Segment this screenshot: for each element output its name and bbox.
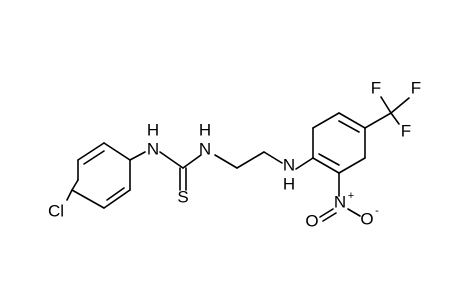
bond xyxy=(338,120,360,133)
nh-mid-hydrogen-label: H xyxy=(199,120,211,139)
bond xyxy=(71,179,79,191)
bond xyxy=(182,154,202,169)
bond xyxy=(338,157,366,174)
nitro-nitrogen-label: N xyxy=(334,192,346,211)
nitro-oxygen-double-label: O xyxy=(305,211,318,230)
nh-right-nitrogen-label: N xyxy=(283,155,295,174)
chlorine-label: Cl xyxy=(48,201,64,220)
fluorine-label: F xyxy=(401,121,411,140)
bond xyxy=(103,142,131,161)
bond xyxy=(236,151,265,169)
bond xyxy=(295,157,314,170)
oxygen-minus-charge: - xyxy=(375,205,379,217)
bond xyxy=(66,189,73,201)
bond xyxy=(83,150,105,165)
bond xyxy=(214,154,238,169)
nh-mid-nitrogen-label: N xyxy=(199,139,211,158)
bond xyxy=(318,153,340,166)
nh-left-nitrogen-label: N xyxy=(147,139,159,158)
bond xyxy=(322,212,337,222)
bond xyxy=(71,189,105,209)
nitro-oxygen-single-label: O xyxy=(360,209,373,228)
fluorine-label: F xyxy=(411,78,421,97)
bonds xyxy=(66,96,410,222)
bond xyxy=(159,151,184,169)
bond xyxy=(312,112,340,129)
bond xyxy=(338,112,366,129)
bond xyxy=(103,189,131,209)
bond xyxy=(129,151,146,161)
bond xyxy=(390,97,410,114)
bond xyxy=(263,151,283,164)
bond xyxy=(106,187,125,201)
nh-left-hydrogen-label: H xyxy=(147,120,159,139)
bond xyxy=(347,208,361,217)
nitro-plus-charge: + xyxy=(348,190,354,202)
bond xyxy=(390,112,400,125)
bond xyxy=(380,96,392,114)
sulfur-label: S xyxy=(177,187,188,206)
atom-labels: Cl N H N H S N H F F F N + O O - xyxy=(48,78,421,230)
fluorine-label: F xyxy=(371,78,381,97)
bond xyxy=(77,142,105,161)
bond xyxy=(364,112,392,129)
nh-right-hydrogen-label: H xyxy=(283,174,295,193)
bond xyxy=(319,208,334,218)
bond xyxy=(312,157,340,174)
